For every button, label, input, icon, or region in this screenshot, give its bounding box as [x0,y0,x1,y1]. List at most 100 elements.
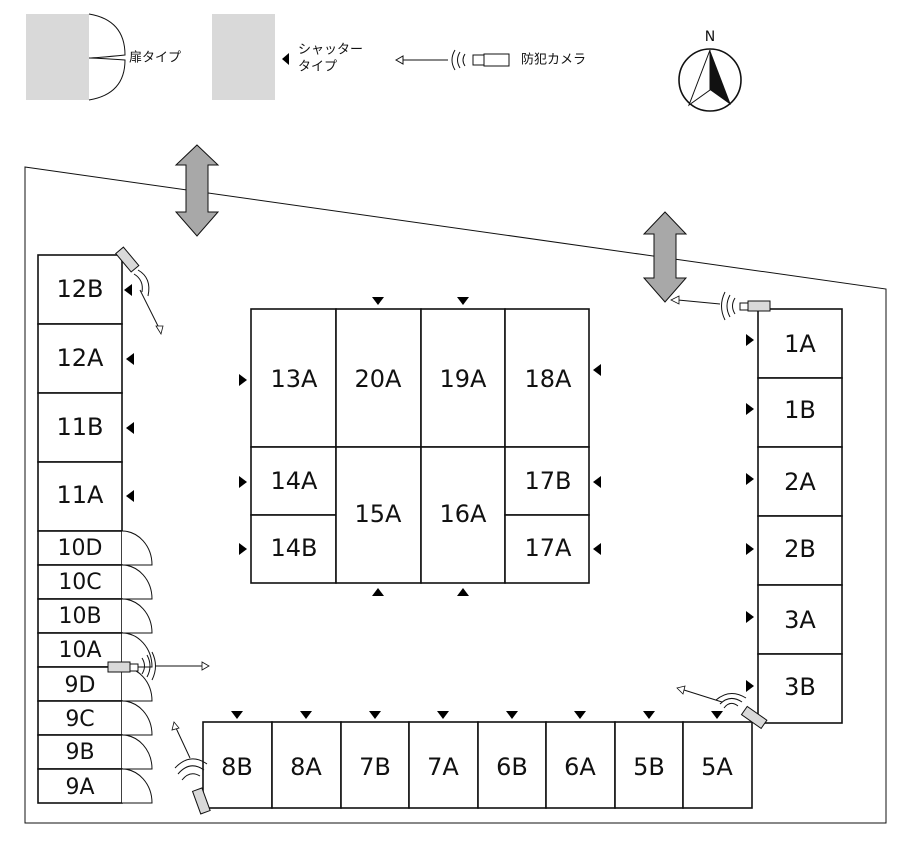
camera-view-line [677,299,721,305]
unit-label: 9C [65,707,94,732]
unit-3A[interactable]: 3A [746,584,843,655]
unit-label: 8B [221,753,253,781]
legend-shutter-label-2: タイプ [298,60,337,75]
shutter-marker [593,476,601,488]
camera-signal-icon [133,269,150,297]
camera-signal-icon [174,758,208,781]
unit-1A[interactable]: 1A [746,308,843,379]
unit-8A[interactable]: 8A [271,711,342,809]
unit-16A[interactable]: 16A [420,446,506,596]
shutter-marker [126,422,134,434]
legend-door-type: 扉タイプ [26,13,181,101]
unit-10A[interactable]: 10A [37,632,153,668]
unit-17A[interactable]: 17A [504,514,601,584]
unit-13A[interactable]: 13A [239,308,337,448]
unit-label: 16A [440,500,488,528]
shutter-marker [711,711,723,719]
unit-label: 10C [58,570,101,595]
unit-label: 9B [65,740,94,765]
unit-10B[interactable]: 10B [37,598,153,634]
unit-5A[interactable]: 5A [682,711,753,809]
unit-10C[interactable]: 10C [37,564,153,600]
unit-label: 11A [57,481,105,509]
unit-12B[interactable]: 12B [37,254,132,325]
shutter-marker [643,711,655,719]
shutter-marker [239,476,247,488]
shutter-unit-swatch [212,14,275,100]
compass: N [678,29,742,112]
unit-19A[interactable]: 19A [420,297,506,448]
unit-label: 15A [355,500,403,528]
legend: 扉タイプ シャッター タイプ 防犯カメラ [26,13,586,101]
unit-11B[interactable]: 11B [37,392,134,463]
camera-body-icon [747,300,771,312]
door-swing [121,632,153,668]
shutter-arrow-icon [282,53,289,65]
unit-14B[interactable]: 14B [239,514,337,584]
shutter-marker [746,543,754,555]
center-units: 13A 20A 19A 18A 14A 14B [239,297,601,596]
camera-view-arrow [201,661,210,671]
unit-9C[interactable]: 9C [37,700,153,736]
unit-2A[interactable]: 2A [746,446,843,517]
left-units: 12B 12A 11B 11A 10D 10C [37,254,153,804]
unit-label: 17A [525,534,573,562]
security-camera-5 [676,685,768,730]
shutter-marker [593,364,601,376]
legend-camera-label: 防犯カメラ [521,52,586,68]
unit-1B[interactable]: 1B [746,377,843,448]
unit-label: 2B [784,535,816,563]
legend-shutter-label-1: シャッター [298,43,363,58]
unit-label: 13A [271,365,319,393]
unit-7A[interactable]: 7A [408,711,479,809]
unit-3B[interactable]: 3B [746,653,843,724]
security-camera-2 [107,651,210,681]
unit-label: 1B [784,396,816,424]
unit-label: 5B [633,753,665,781]
shutter-marker [239,543,247,555]
camera-body-icon [115,246,140,273]
unit-label: 12A [57,344,105,372]
unit-label: 5A [701,753,733,781]
unit-7B[interactable]: 7B [340,711,410,809]
unit-9D[interactable]: 9D [37,666,153,702]
unit-8B[interactable]: 8B [202,711,273,809]
shutter-marker [746,611,754,623]
door-swing [121,768,153,804]
unit-5B[interactable]: 5B [614,711,684,809]
camera-lens-icon [472,54,485,66]
site-boundary [24,166,887,824]
unit-label: 9A [65,775,94,800]
unit-2B[interactable]: 2B [746,515,843,586]
shutter-marker [506,711,518,719]
unit-14A[interactable]: 14A [239,446,337,516]
shutter-marker [746,403,754,415]
camera-lens-icon [129,663,139,672]
door-swing [121,734,153,770]
unit-6A[interactable]: 6A [545,711,616,809]
door-swing [121,598,153,634]
camera-signal-icon [451,49,466,71]
camera-view-arrow [394,55,404,65]
entrance-arrow-left [174,144,220,237]
unit-17B[interactable]: 17B [504,446,601,516]
unit-20A[interactable]: 20A [335,297,422,448]
unit-label: 19A [440,365,488,393]
unit-9A[interactable]: 9A [37,768,153,804]
unit-9B[interactable]: 9B [37,734,153,770]
unit-6B[interactable]: 6B [477,711,547,809]
unit-18A[interactable]: 18A [504,308,601,448]
right-units: 1A 1B 2A 2B 3A 3B [746,308,843,724]
door-unit-swatch [26,14,89,100]
unit-label: 7B [359,753,391,781]
shutter-marker [372,297,384,305]
unit-12A[interactable]: 12A [37,323,134,394]
unit-15A[interactable]: 15A [335,446,422,596]
unit-10D[interactable]: 10D [37,530,153,566]
unit-11A[interactable]: 11A [37,461,134,532]
unit-label: 7A [427,753,459,781]
shutter-marker [126,353,134,365]
camera-body-icon [107,661,131,673]
shutter-marker [437,711,449,719]
